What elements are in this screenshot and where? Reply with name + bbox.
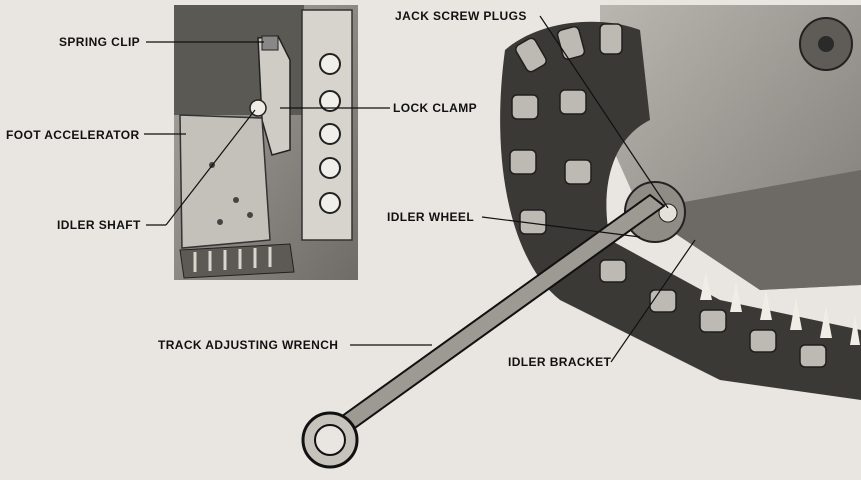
leader-idler-shaft-diag	[165, 109, 256, 226]
leader-lines	[144, 15, 696, 363]
leader-idler-bracket	[610, 239, 696, 363]
label-idler-wheel: IDLER WHEEL	[387, 210, 475, 224]
label-lock-clamp: LOCK CLAMP	[393, 101, 477, 115]
label-idler-bracket: IDLER BRACKET	[508, 355, 612, 369]
label-spring-clip: SPRING CLIP	[59, 35, 141, 49]
inset-photo	[174, 5, 358, 280]
track-photo	[500, 5, 861, 400]
label-track-adjusting-wrench: TRACK ADJUSTING WRENCH	[158, 338, 339, 352]
track-adjusting-wrench	[301, 193, 666, 469]
leader-idler-wheel	[481, 216, 641, 238]
label-jack-screw-plugs: JACK SCREW PLUGS	[395, 9, 527, 23]
label-idler-shaft: IDLER SHAFT	[57, 218, 141, 232]
label-foot-accelerator: FOOT ACCELERATOR	[6, 128, 140, 142]
leader-jack-screw-plugs	[539, 15, 669, 209]
